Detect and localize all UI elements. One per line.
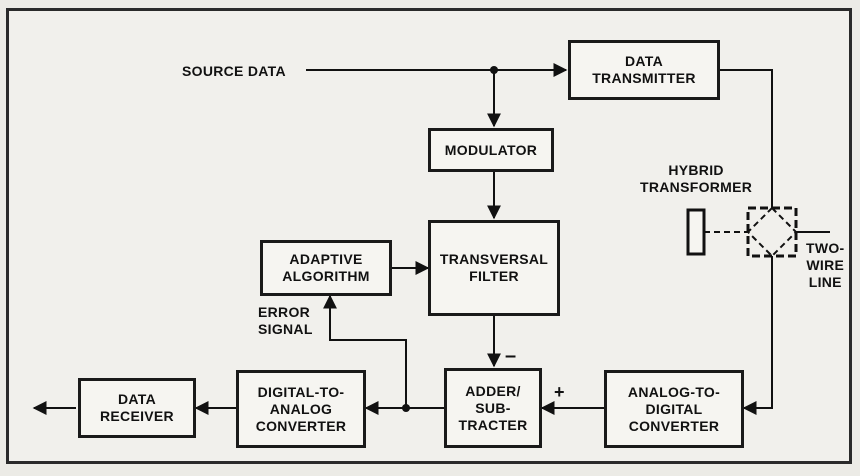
source-data-label: SOURCE DATA (182, 63, 286, 79)
error-signal-label: ERROR SIGNAL (258, 304, 313, 337)
subtract-sign: – (505, 345, 517, 367)
junction-dot-error (402, 404, 410, 412)
adaptive-algorithm-block: ADAPTIVE ALGORITHM (260, 240, 392, 296)
modulator-block: MODULATOR (428, 128, 554, 172)
hybrid-balance-network (686, 208, 706, 256)
data-transmitter-block: DATA TRANSMITTER (568, 40, 720, 100)
transversal-filter-block: TRANSVERSAL FILTER (428, 220, 560, 316)
hybrid-transformer-frame (746, 206, 798, 258)
wire-hybrid-to-adc (742, 256, 773, 415)
junction-dot-source (490, 66, 498, 74)
two-wire-line-label: TWO- WIRE LINE (806, 240, 845, 290)
data-receiver-block: DATA RECEIVER (78, 378, 196, 438)
add-sign: + (554, 382, 565, 402)
hybrid-transformer-label: HYBRID TRANSFORMER (640, 162, 753, 195)
analog-to-digital-converter-block: ANALOG-TO- DIGITAL CONVERTER (604, 370, 744, 448)
digital-to-analog-converter-block: DIGITAL-TO- ANALOG CONVERTER (236, 370, 366, 448)
hybrid-transformer-diamond (746, 206, 798, 258)
wire-transmitter-to-hybrid (720, 69, 773, 208)
adder-subtracter-block: ADDER/ SUB- TRACTER (444, 368, 542, 448)
wire-error-signal (323, 294, 407, 408)
